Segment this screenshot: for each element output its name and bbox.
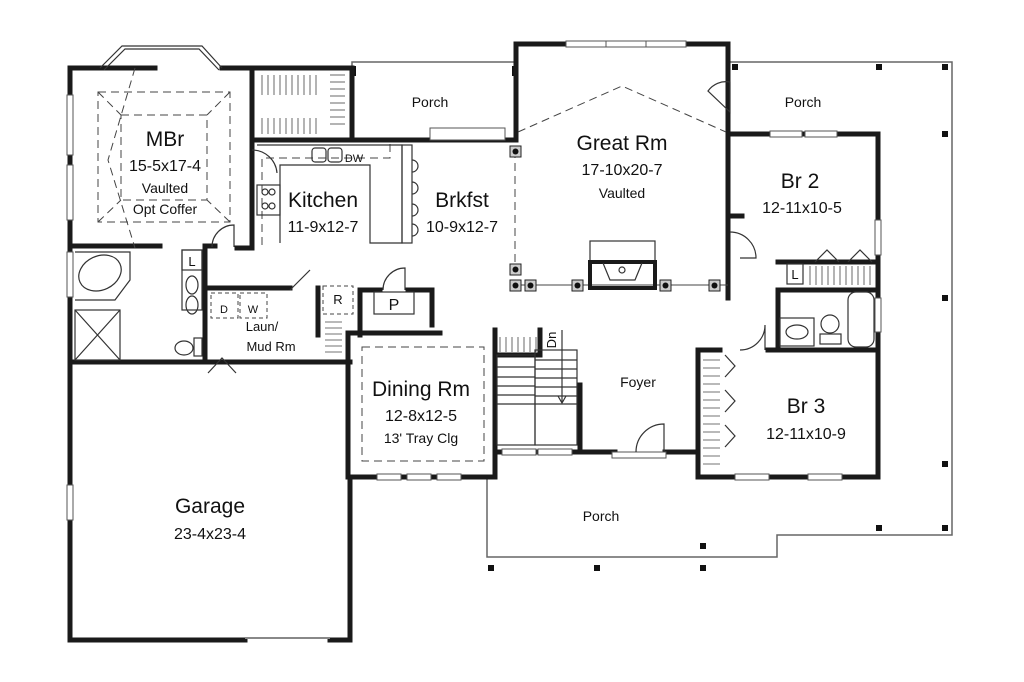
brkfst-dims: 10-9x12-7 xyxy=(426,219,498,236)
great-rm-note: Vaulted xyxy=(599,185,645,201)
pantry-label: P xyxy=(389,297,400,314)
kitchen-dims: 11-9x12-7 xyxy=(288,219,359,236)
fixture-labels: L L R P Dn xyxy=(181,249,804,349)
dryer-label: D xyxy=(220,304,228,316)
brkfst-name: Brkfst xyxy=(435,189,489,212)
refrigerator-label: R xyxy=(333,292,342,307)
windows xyxy=(66,40,882,521)
room-labels: MBr 15-5x17-4 Vaulted Opt Coffer Kitchen… xyxy=(129,94,846,543)
dining-dims: 12-8x12-5 xyxy=(385,408,457,425)
dining-note: 13' Tray Clg xyxy=(384,430,458,446)
closets xyxy=(261,74,873,465)
dining-name: Dining Rm xyxy=(372,378,470,401)
garage-name: Garage xyxy=(175,495,245,518)
great-rm-dims: 17-10x20-7 xyxy=(582,162,663,179)
porch-front-name: Porch xyxy=(583,508,620,524)
fireplace xyxy=(588,240,657,290)
mbr-note-vaulted: Vaulted xyxy=(142,180,188,196)
br2-name: Br 2 xyxy=(781,170,820,193)
br3-name: Br 3 xyxy=(787,395,826,418)
laundry-name-line1: Laun/ xyxy=(246,319,279,334)
linen-master-label: L xyxy=(188,254,195,269)
stairs-down-label: Dn xyxy=(544,332,559,349)
columns xyxy=(509,145,728,292)
doors xyxy=(207,81,766,453)
foyer-name: Foyer xyxy=(620,374,656,390)
br3-dims: 12-11x10-9 xyxy=(766,426,846,443)
master-bath-fixtures xyxy=(74,249,203,361)
washer-label: W xyxy=(248,304,259,316)
laundry-fixtures xyxy=(210,285,354,319)
walls xyxy=(67,41,881,643)
mbr-note-coffer: Opt Coffer xyxy=(133,201,198,217)
great-rm-name: Great Rm xyxy=(576,132,667,155)
mbr-name: MBr xyxy=(146,128,185,151)
stairs xyxy=(496,330,578,446)
br2-dims: 12-11x10-5 xyxy=(762,200,842,217)
mbr-dims: 15-5x17-4 xyxy=(129,158,201,175)
dishwasher-label: DW xyxy=(345,153,364,165)
porch-top-left-name: Porch xyxy=(412,94,449,110)
porch-top-right-name: Porch xyxy=(785,94,822,110)
kitchen-name: Kitchen xyxy=(288,189,358,212)
br2-bath-fixtures xyxy=(779,291,875,348)
kitchen-counters xyxy=(256,144,419,244)
garage-dims: 23-4x23-4 xyxy=(174,526,246,543)
linen-br2-label: L xyxy=(791,267,798,282)
laundry-name-line2: Mud Rm xyxy=(246,339,295,354)
